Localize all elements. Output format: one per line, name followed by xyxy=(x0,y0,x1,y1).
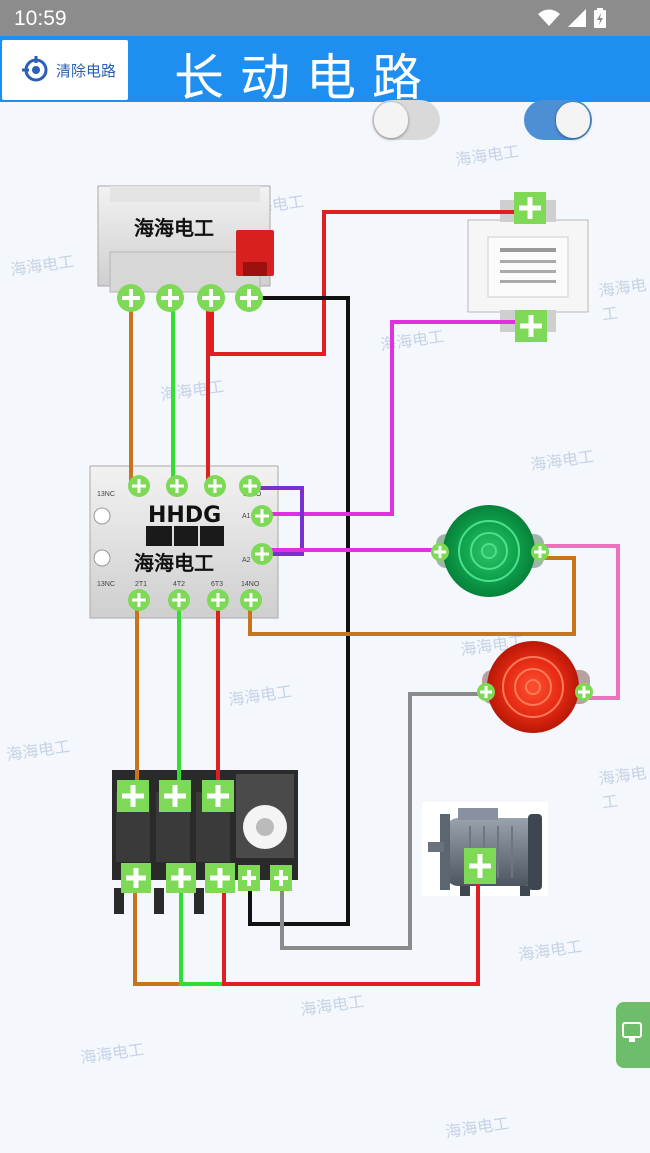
status-bar: 10:59 xyxy=(0,0,650,36)
battery-icon xyxy=(594,8,606,28)
terminal xyxy=(531,543,549,561)
terminal xyxy=(197,284,225,312)
terminal xyxy=(239,475,261,497)
terminal-label: 13NC xyxy=(97,491,115,498)
side-tool-tab[interactable] xyxy=(616,1002,650,1068)
terminal-label: 2T1 xyxy=(135,581,147,588)
wire-gray xyxy=(280,692,486,950)
terminal-label: 14NO xyxy=(241,581,260,588)
wire-green xyxy=(179,878,226,986)
wire-red xyxy=(210,210,530,356)
wire-purple xyxy=(250,486,304,556)
terminal-label: A1 xyxy=(242,513,251,520)
terminal xyxy=(515,310,547,342)
wire-orange xyxy=(133,878,186,986)
terminal xyxy=(514,192,546,224)
page-title: 长动电路 xyxy=(174,49,438,107)
terminal xyxy=(128,589,150,611)
wire-red xyxy=(222,872,480,986)
terminal xyxy=(117,284,145,312)
terminal xyxy=(477,683,495,701)
terminal xyxy=(431,543,449,561)
screen-icon xyxy=(622,1022,642,1042)
clear-circuit-button[interactable]: 清除电路 xyxy=(2,40,128,100)
terminal xyxy=(168,589,190,611)
terminal xyxy=(159,780,191,812)
toggle-knob xyxy=(374,102,408,138)
circuit-breaker[interactable]: 海海电工 xyxy=(97,185,274,293)
terminal xyxy=(204,475,226,497)
terminal xyxy=(202,780,234,812)
toggle-knob xyxy=(556,102,590,138)
terminal xyxy=(207,589,229,611)
wire-orange xyxy=(248,556,576,636)
terminal xyxy=(240,589,262,611)
reset-icon xyxy=(22,56,48,82)
terminal xyxy=(166,863,196,893)
terminal xyxy=(121,863,151,893)
breaker-brand-label: 海海电工 xyxy=(134,216,214,240)
terminal xyxy=(156,284,184,312)
terminal xyxy=(166,475,188,497)
terminal xyxy=(235,284,263,312)
circuit-diagram: 海海电工 HHDG 海海电工 13NC 13NO A1 A2 xyxy=(89,185,620,986)
terminal xyxy=(575,683,593,701)
terminal xyxy=(270,865,292,891)
red-indicator-lamp[interactable] xyxy=(482,641,590,733)
terminal xyxy=(205,863,235,893)
terminal xyxy=(128,475,150,497)
terminal-label: 4T2 xyxy=(173,581,185,588)
terminal-label: 13NC xyxy=(97,581,115,588)
terminal-label: 6T3 xyxy=(211,581,223,588)
terminal xyxy=(238,865,260,891)
terminal xyxy=(251,505,273,527)
app-header: 清除电路 长动电路 xyxy=(0,36,650,107)
terminal-label: A2 xyxy=(242,557,251,564)
wires xyxy=(129,210,620,986)
signal-icon xyxy=(568,9,586,27)
status-time: 10:59 xyxy=(14,7,67,30)
toggle-switch-1[interactable] xyxy=(372,100,440,140)
contactor-brand-label: 海海电工 xyxy=(134,551,214,575)
terminal xyxy=(117,780,149,812)
terminal xyxy=(251,543,273,565)
wire-pink xyxy=(542,544,620,700)
fuse[interactable] xyxy=(467,200,589,332)
terminal xyxy=(464,848,496,884)
wire-black xyxy=(248,296,350,926)
status-icons xyxy=(538,8,606,28)
wifi-icon xyxy=(538,9,560,26)
green-indicator-lamp[interactable] xyxy=(436,505,544,597)
contactor-model-label: HHDG xyxy=(148,503,221,528)
wire-magenta xyxy=(262,320,531,516)
terminals[interactable] xyxy=(117,192,593,893)
circuit-canvas[interactable]: 海海电工 海海电工 海海电工 海海电工 海海电工 海海电工 海海电工 海海电工 … xyxy=(0,100,650,1153)
toggle-switch-2[interactable] xyxy=(524,100,592,140)
clear-circuit-label: 清除电路 xyxy=(56,61,117,80)
